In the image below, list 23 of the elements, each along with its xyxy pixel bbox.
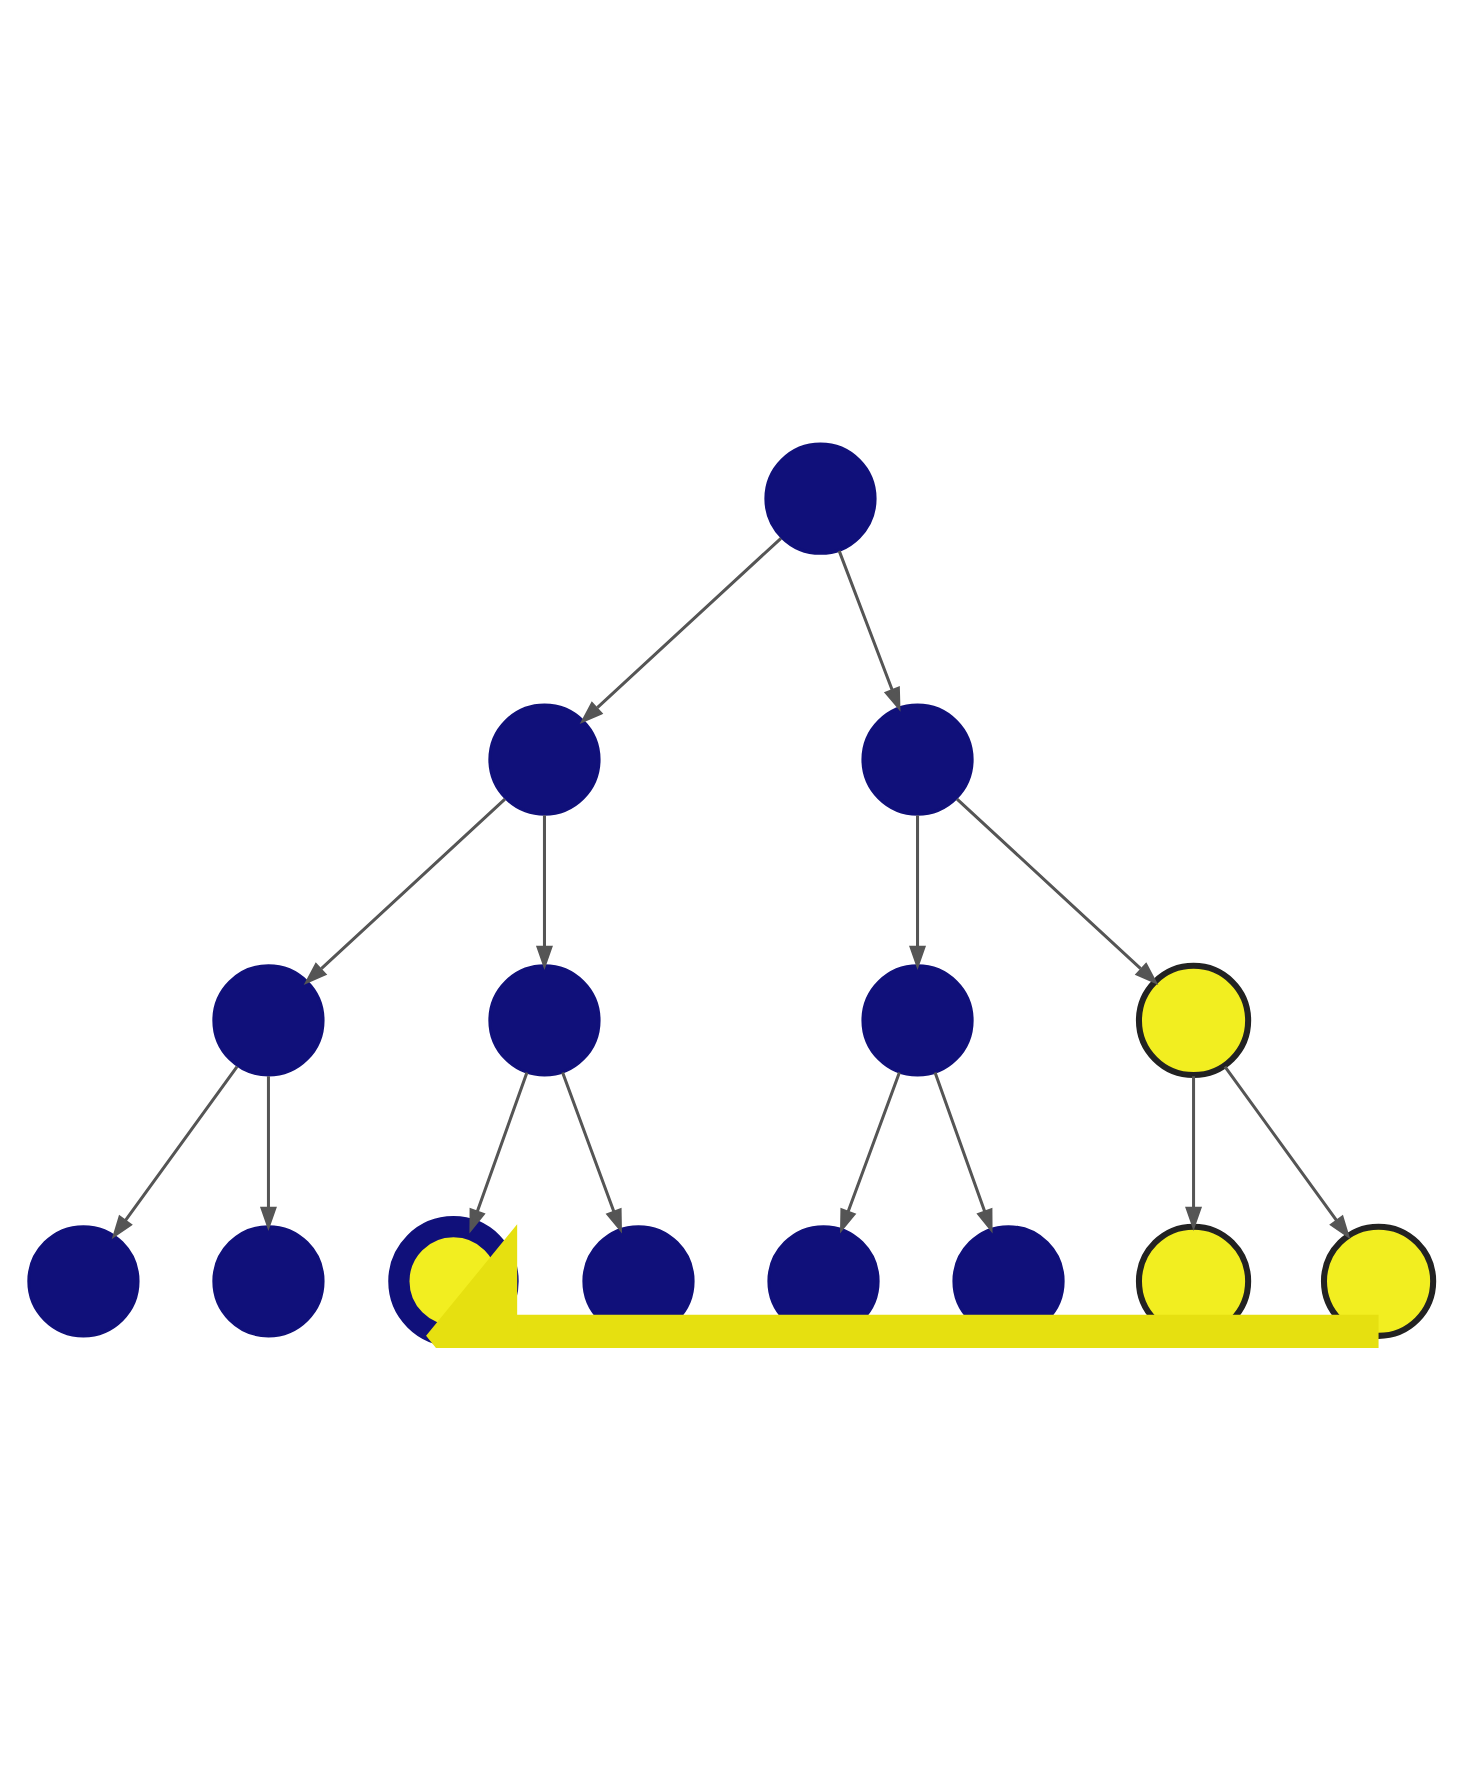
arrow [956,797,1159,984]
node-circle [488,702,601,815]
arrow [111,1064,239,1239]
arrow [303,797,506,984]
arrow [535,814,553,970]
node-circle [764,441,877,554]
arrow [259,1075,277,1230]
node-circle [861,963,974,1076]
arrow [469,1071,529,1233]
node-circle [488,963,601,1076]
arrow [1185,1075,1203,1230]
node-circle [212,963,325,1076]
node-circle [212,1224,325,1337]
arrow [933,1071,993,1233]
node-circle [1320,1222,1437,1338]
arrow [840,1071,901,1233]
arrow [579,536,782,724]
arrow [561,1071,622,1233]
node-circle [27,1224,140,1337]
arrow [837,549,901,711]
node-circle [861,702,974,815]
arrow [909,814,927,970]
arrow [1223,1064,1351,1239]
